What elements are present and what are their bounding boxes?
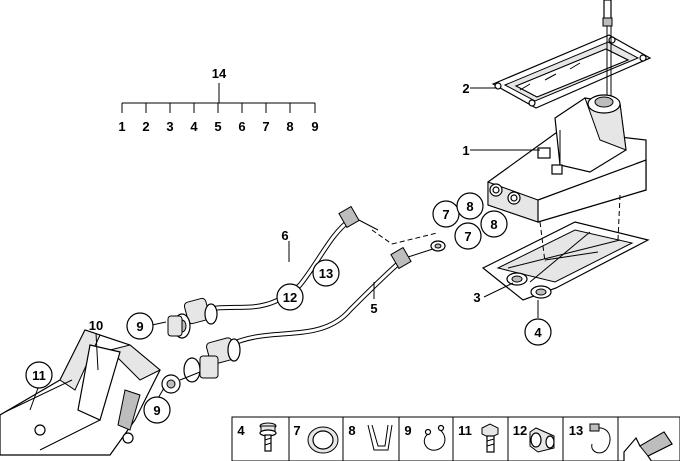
kit-item-5: 5	[214, 119, 221, 134]
kit-number: 14	[212, 66, 227, 81]
cable-6	[183, 205, 379, 325]
callout-2: 2	[462, 81, 469, 96]
spring-clip-icon	[367, 424, 393, 451]
circlip-icon	[423, 424, 446, 451]
callout-10: 10	[89, 318, 103, 333]
callout-9b: 9	[153, 403, 160, 418]
boot-frame	[491, 34, 652, 109]
parts-legend: 4 7 8 9 11 12 13	[231, 416, 680, 461]
callout-7b: 7	[464, 229, 471, 244]
callout-9a: 9	[136, 319, 143, 334]
callout-12: 12	[283, 290, 297, 305]
bottom-cover	[481, 221, 650, 301]
leader-lines	[29, 87, 540, 411]
callout-3: 3	[473, 290, 480, 305]
callout-1: 1	[462, 143, 469, 158]
callouts: 2 1 3 6 5 10 4 7 8 7 8 13 12 9 9 11	[25, 81, 552, 424]
callout-8a: 8	[466, 199, 473, 214]
kit-item-2: 2	[142, 119, 149, 134]
shift-lever-rod	[602, 0, 613, 100]
kit-item-7: 7	[262, 119, 269, 134]
callout-11: 11	[32, 368, 46, 383]
callout-7a: 7	[442, 207, 449, 222]
legend-label-9: 9	[404, 423, 411, 438]
legend-label-13: 13	[569, 423, 583, 438]
kit-bracket: 14 1 2 3 4 5 6 7 8 9	[118, 66, 318, 134]
kit-item-8: 8	[286, 119, 293, 134]
arrow-icon	[623, 431, 673, 461]
legend-label-8: 8	[348, 423, 355, 438]
kit-item-9: 9	[311, 119, 318, 134]
kit-item-3: 3	[166, 119, 173, 134]
kit-item-6: 6	[238, 119, 245, 134]
legend-label-7: 7	[293, 423, 300, 438]
callout-4: 4	[534, 325, 542, 340]
callout-6: 6	[281, 228, 288, 243]
callout-13: 13	[319, 266, 333, 281]
cable-clamp-icon	[529, 427, 555, 453]
legend-label-12: 12	[513, 423, 527, 438]
legend-label-4: 4	[237, 423, 245, 438]
cable-tie-icon	[589, 423, 611, 454]
screw-icon	[259, 422, 277, 452]
gearbox-bracket	[0, 329, 161, 456]
hex-bolt-icon	[481, 423, 499, 453]
kit-item-1: 1	[118, 119, 125, 134]
callout-5: 5	[370, 301, 377, 316]
kit-item-4: 4	[190, 119, 198, 134]
legend-label-11: 11	[458, 423, 472, 438]
cable-5	[205, 240, 446, 365]
sealing-ring-icon	[307, 426, 339, 454]
selector-housing	[487, 94, 647, 223]
callout-8b: 8	[490, 217, 497, 232]
assembly-lines	[371, 194, 621, 263]
cable-ends	[161, 313, 219, 394]
